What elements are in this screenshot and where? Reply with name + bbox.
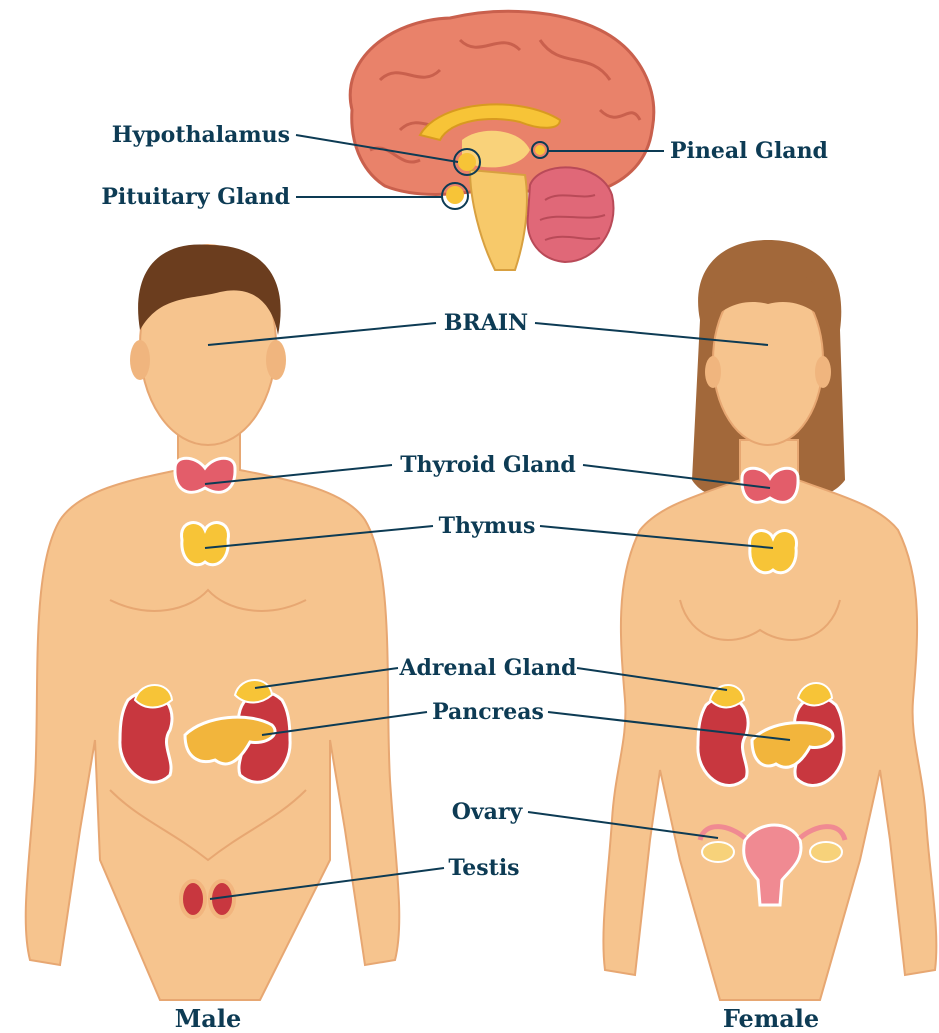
thymus-label: Thymus (439, 513, 536, 539)
female-thymus (750, 531, 797, 573)
pituitary-gland (446, 186, 464, 204)
brain-illustration (350, 11, 654, 270)
female-kidney-left (698, 697, 748, 786)
female-ovary-left (702, 842, 734, 862)
hypothalamus-label: Hypothalamus (112, 122, 290, 148)
ovary-label: Ovary (452, 799, 524, 825)
male-thymus (182, 523, 229, 565)
female-right-ear (815, 356, 831, 388)
brain-cerebrum (350, 11, 654, 194)
testis-label: Testis (448, 855, 519, 881)
male-right-ear (266, 340, 286, 380)
female-body (603, 440, 936, 1000)
hypothalamus-gland (458, 153, 476, 171)
pancreas-label: Pancreas (432, 699, 544, 725)
brain-label: BRAIN (444, 310, 528, 336)
male-caption: Male (175, 1004, 242, 1033)
adrenal-label: Adrenal Gland (398, 655, 576, 681)
cerebellum (528, 167, 614, 262)
female-ovary-right (810, 842, 842, 862)
male-body (26, 430, 400, 1000)
pineal-gland (535, 145, 545, 155)
pineal-label: Pineal Gland (670, 138, 828, 164)
thyroid-label: Thyroid Gland (400, 452, 576, 478)
brainstem (470, 170, 527, 270)
female-left-ear (705, 356, 721, 388)
male-figure (26, 244, 400, 1000)
male-testis-left (181, 881, 205, 917)
female-caption: Female (723, 1004, 819, 1033)
male-left-ear (130, 340, 150, 380)
female-figure (603, 240, 936, 1000)
pituitary-label: Pituitary Gland (101, 184, 290, 210)
